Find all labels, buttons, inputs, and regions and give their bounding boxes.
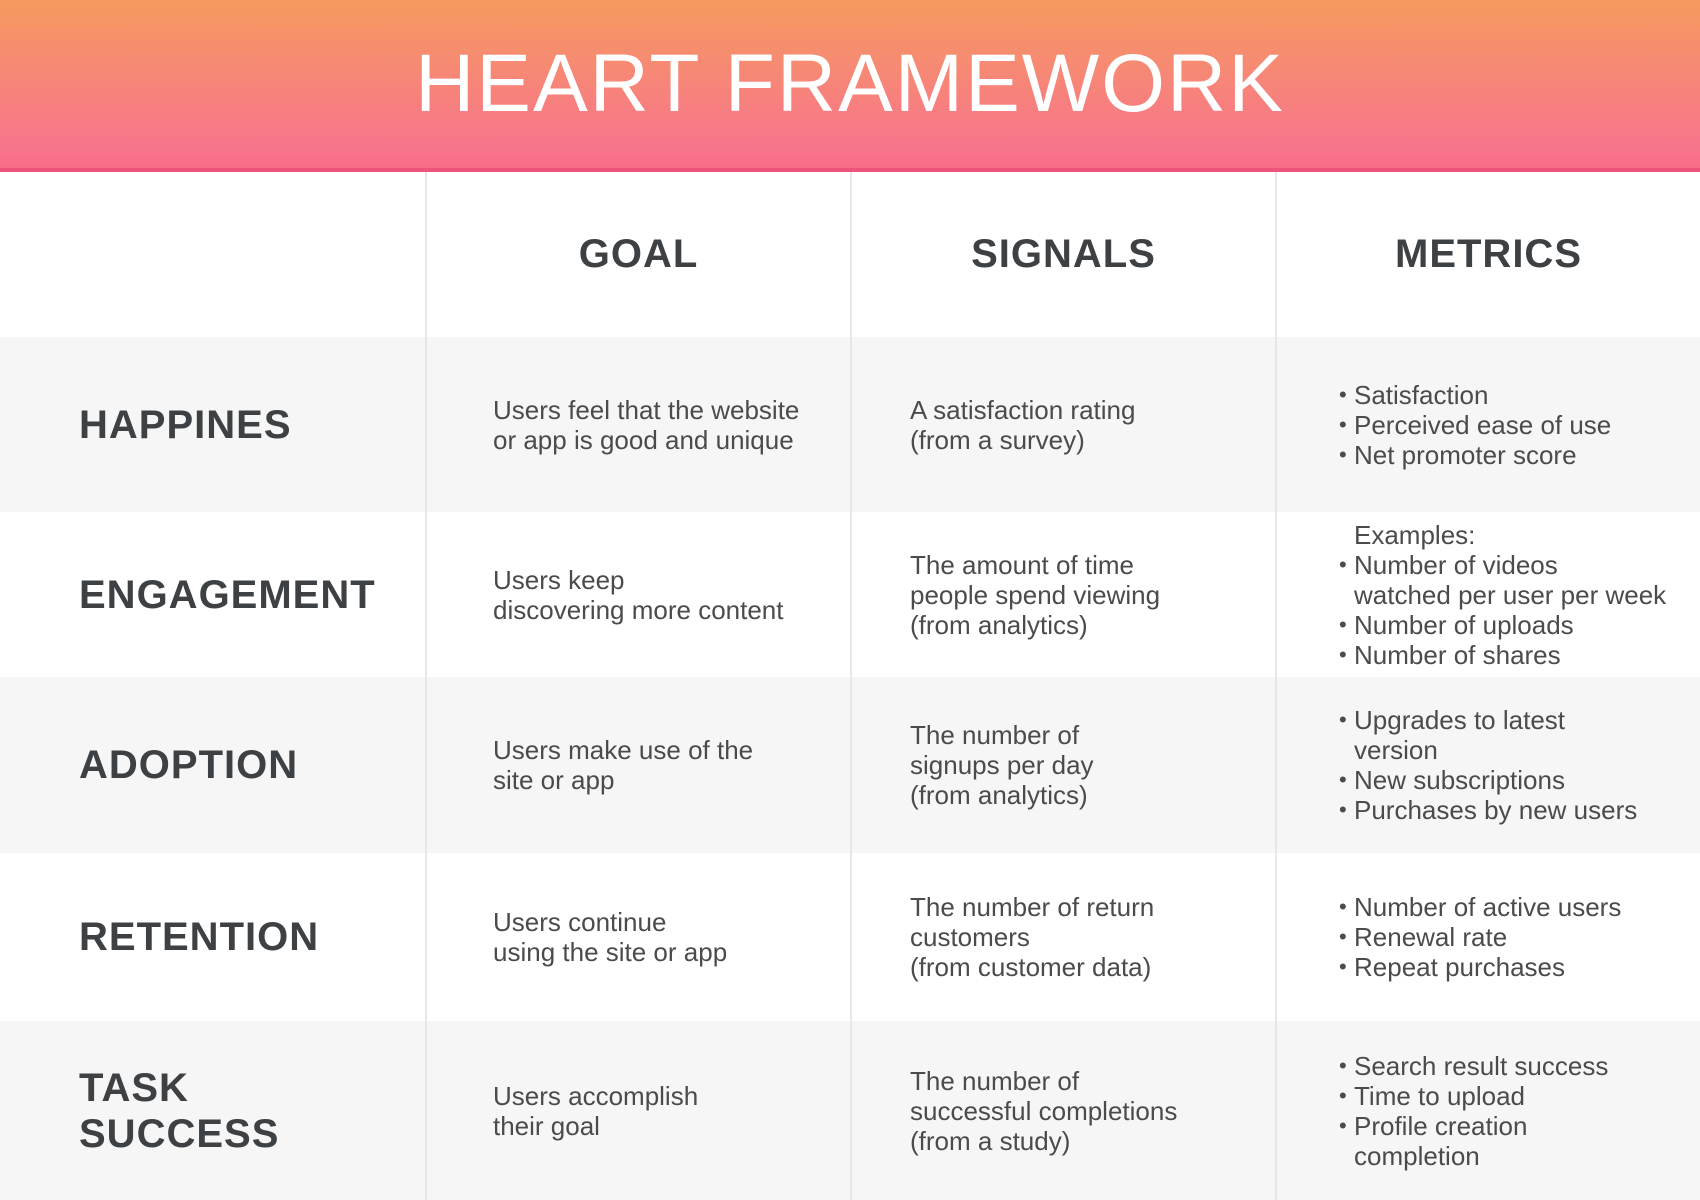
signals-cell-adoption: The number of signups per day (from anal… <box>850 677 1275 853</box>
goal-cell-adoption: Users make use of the site or app <box>425 677 850 853</box>
metric-item-label: Repeat purchases <box>1354 952 1566 982</box>
metrics-cell-adoption: • Upgrades to latest version • New subscri… <box>1275 677 1700 853</box>
bullet-icon: • <box>1339 411 1347 437</box>
signals-cell-task-success: The number of successful completions (fr… <box>850 1021 1275 1200</box>
metric-item-label: Number of shares <box>1354 639 1561 670</box>
metric-item: • Number of shares <box>1339 640 1686 670</box>
column-header-spacer <box>0 172 425 337</box>
metric-item-label: Upgrades to latest version <box>1354 705 1566 765</box>
goal-cell-engagement: Users keep discovering more content <box>425 512 850 677</box>
bullet-icon: • <box>1339 767 1347 792</box>
metric-item-label: Profile creation completion <box>1354 1110 1528 1171</box>
metric-item-label: Number of videos watched per user per we… <box>1354 549 1667 610</box>
metrics-cell-engagement: Examples: • Number of videos watched per … <box>1275 512 1700 677</box>
column-header-row: GOAL SIGNALS METRICS <box>0 172 1700 337</box>
metric-item-label: Perceived ease of use <box>1354 409 1612 440</box>
row-label-engagement: ENGAGEMENT <box>79 572 376 617</box>
bullet-icon: • <box>1339 797 1347 822</box>
goal-cell-happiness: Users feel that the website or app is go… <box>425 337 850 512</box>
goal-cell-retention: Users continue using the site or app <box>425 853 850 1021</box>
row-label-adoption: ADOPTION <box>79 743 299 787</box>
table-row-task-success: TASK SUCCESS Users accomplish their goal… <box>0 1021 1700 1200</box>
metrics-intro: Examples: <box>1354 519 1476 550</box>
metric-item: • Search result success <box>1339 1051 1686 1081</box>
bullet-icon: • <box>1339 1052 1347 1078</box>
metric-item-label: New subscriptions <box>1354 765 1565 795</box>
signals-cell-engagement: The amount of time people spend viewing … <box>850 512 1275 677</box>
metric-item: • Perceived ease of use <box>1339 410 1686 440</box>
metric-item-label: Satisfaction <box>1354 379 1489 410</box>
goal-cell-task-success: Users accomplish their goal <box>425 1021 850 1200</box>
bullet-icon: • <box>1339 551 1347 577</box>
metrics-cell-happiness: • Satisfaction • Perceived ease of use • Ne… <box>1275 337 1700 512</box>
metric-item: • Satisfaction <box>1339 380 1686 410</box>
bullet-icon: • <box>1339 894 1347 919</box>
page-title: HEART FRAMEWORK <box>415 38 1285 129</box>
row-label-happiness: HAPPINES <box>79 402 292 447</box>
title-banner: HEART FRAMEWORK <box>0 0 1700 172</box>
metric-item-label: Search result success <box>1354 1050 1609 1081</box>
bullet-icon: • <box>1339 641 1347 667</box>
metric-item: • Purchases by new users <box>1339 795 1686 825</box>
metric-item-label: Purchases by new users <box>1354 795 1638 825</box>
metric-item: • Renewal rate <box>1339 922 1686 952</box>
metric-item: • Repeat purchases <box>1339 952 1686 982</box>
row-label-task-success: TASK SUCCESS <box>79 1065 280 1156</box>
bullet-icon: • <box>1339 924 1347 949</box>
table-row-retention: RETENTION Users continue using the site … <box>0 853 1700 1021</box>
bullet-icon: • <box>1339 707 1347 732</box>
metric-item-label: Time to upload <box>1354 1080 1526 1111</box>
column-header-goal: GOAL <box>425 172 850 337</box>
bullet-icon: • <box>1339 611 1347 637</box>
metrics-cell-retention: • Number of active users • Renewal rate • R… <box>1275 853 1700 1021</box>
table-row-engagement: ENGAGEMENT Users keep discovering more c… <box>0 512 1700 677</box>
signals-cell-retention: The number of return customers (from cus… <box>850 853 1275 1021</box>
bullet-icon: • <box>1339 1082 1347 1108</box>
metric-item: • Number of videos watched per user per w… <box>1339 550 1686 610</box>
bullet-icon: • <box>1339 441 1347 467</box>
table-row-happiness: HAPPINES Users feel that the website or … <box>0 337 1700 512</box>
metric-item: • New subscriptions <box>1339 765 1686 795</box>
metric-item-label: Net promoter score <box>1354 439 1577 470</box>
metric-item: • Number of uploads <box>1339 610 1686 640</box>
metric-item: • Profile creation completion <box>1339 1111 1686 1171</box>
metric-item-label: Number of uploads <box>1354 609 1574 640</box>
metric-item: • Number of active users <box>1339 892 1686 922</box>
metric-item: • Time to upload <box>1339 1081 1686 1111</box>
column-header-metrics: METRICS <box>1275 172 1700 337</box>
bullet-icon: • <box>1339 954 1347 979</box>
metric-item-label: Renewal rate <box>1354 922 1508 952</box>
bullet-icon: • <box>1339 1112 1347 1138</box>
metric-item-label: Number of active users <box>1354 892 1622 922</box>
metric-item: • Upgrades to latest version <box>1339 705 1686 765</box>
table-row-adoption: ADOPTION Users make use of the site or a… <box>0 677 1700 853</box>
signals-cell-happiness: A satisfaction rating (from a survey) <box>850 337 1275 512</box>
heart-table: GOAL SIGNALS METRICS HAPPINES Users feel… <box>0 172 1700 1200</box>
bullet-icon: • <box>1339 381 1347 407</box>
metric-item: • Net promoter score <box>1339 440 1686 470</box>
metrics-cell-task-success: • Search result success • Time to upload •… <box>1275 1021 1700 1200</box>
row-label-retention: RETENTION <box>79 915 320 959</box>
column-header-signals: SIGNALS <box>850 172 1275 337</box>
